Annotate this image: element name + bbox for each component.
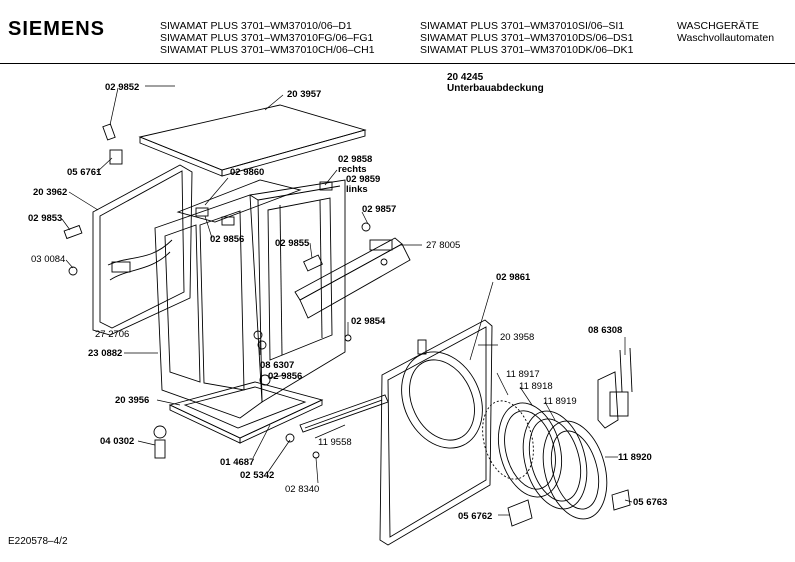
model-list-right: SIWAMAT PLUS 3701–WM37010SI/06–SI1 SIWAM… [420,20,633,56]
part-label: 02 9859 [346,174,380,185]
part-label: 27 8005 [426,240,460,251]
part-label: 05 6762 [458,511,492,522]
part-label: 04 0302 [100,436,134,447]
base-plate [168,381,324,444]
model-line: SIWAMAT PLUS 3701–WM37010FG/06–FG1 [160,32,374,44]
model-line: SIWAMAT PLUS 3701–WM37010DK/06–DK1 [420,44,634,56]
part-label: 02 9853 [28,213,62,224]
part-label: 05 6761 [67,167,102,178]
part-label: 02 8340 [285,484,319,495]
model-line: SIWAMAT PLUS 3701–WM37010/06–D1 [160,20,352,32]
category-subtitle: Waschvollautomaten [677,32,775,44]
model-line: SIWAMAT PLUS 3701–WM37010CH/06–CH1 [160,44,375,56]
part-labels: 02 9852 20 3957 02 9860 02 9858 rechts 0… [28,82,667,522]
part-label: 20 3956 [115,395,149,406]
part-label: 20 3962 [33,187,67,198]
part-label: 02 9855 [275,238,310,249]
part-label: 01 4687 [220,457,254,468]
part-label: rechts [338,164,367,175]
part-label: 08 6308 [588,325,622,336]
small-parts [63,123,633,527]
category-block: WASCHGERÄTE Waschvollautomaten [677,20,774,44]
cabinet-frame [154,179,346,419]
model-line: SIWAMAT PLUS 3701–WM37010SI/06–SI1 [420,20,625,32]
part-label: 02 9858 [338,154,372,165]
part-label: 02 9856 [268,371,302,382]
part-label: 05 6763 [633,497,667,508]
note-part: 20 4245 [447,72,484,83]
part-label: 20 3958 [500,332,534,343]
category-title: WASCHGERÄTE [677,20,759,32]
part-label: 11 8917 [506,369,540,380]
model-line: SIWAMAT PLUS 3701–WM37010DS/06–DS1 [420,32,634,44]
part-label: 02 9852 [105,82,139,93]
part-label: 20 3957 [287,89,321,100]
control-bracket [294,237,411,319]
part-label: links [346,184,368,195]
part-label: 11 9558 [318,437,352,448]
part-label: 02 9861 [496,272,531,283]
model-list-left: SIWAMAT PLUS 3701–WM37010/06–D1 SIWAMAT … [160,20,375,56]
leader-lines [61,85,633,516]
note-desc: Unterbauabdeckung [447,83,544,94]
part-label: 02 9854 [351,316,386,327]
part-label: 23 0882 [88,348,122,359]
part-label: 02 9860 [230,167,264,178]
part-label: 11 8920 [618,452,652,463]
part-label: 02 9856 [210,234,244,245]
part-label: 03 0084 [31,254,65,265]
part-label: 02 9857 [362,204,396,215]
kick-strip [299,394,389,433]
part-label: 11 8918 [519,381,553,392]
header-rule [0,63,795,64]
side-panel [92,164,193,336]
front-panel [379,319,493,546]
door-assembly [482,400,608,520]
brand-logo: SIEMENS [8,18,106,40]
part-label: 11 8919 [543,396,577,407]
document-id: E220578–4/2 [8,536,68,547]
part-label: 27 2706 [95,329,129,340]
top-cover [138,104,367,177]
part-label: 02 5342 [240,470,274,481]
part-label: 08 6307 [260,360,294,371]
